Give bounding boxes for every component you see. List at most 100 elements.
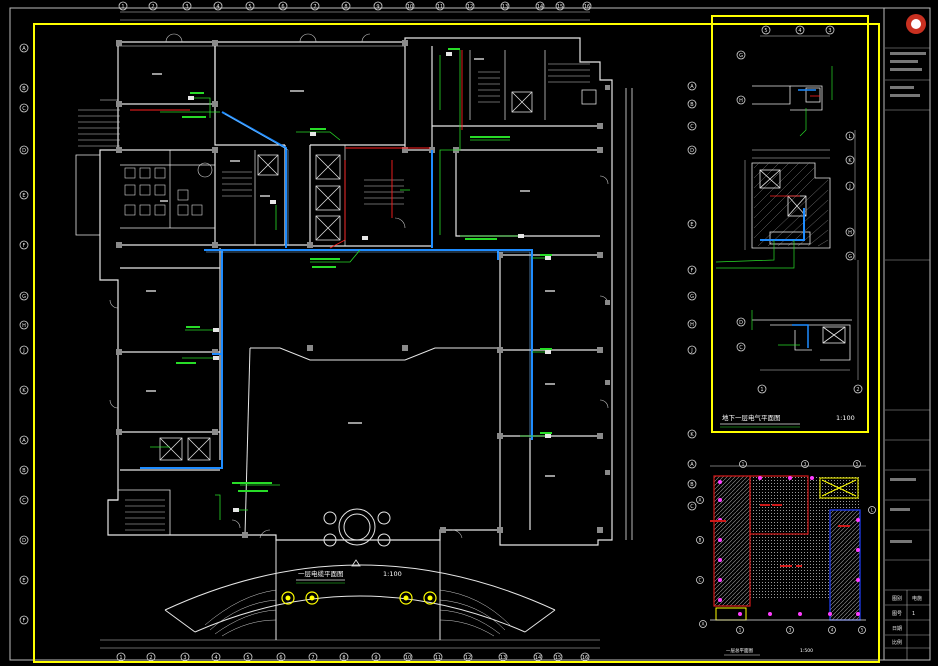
site-grid-10: 4: [828, 626, 836, 634]
toilet-fixtures: [124, 162, 213, 216]
grid-bottom-8-label: 8: [342, 655, 345, 661]
grid-right-C-label: C: [690, 124, 694, 130]
entrance-lamps: [281, 591, 437, 605]
grid-bottom-14: 14: [533, 652, 543, 662]
grid-bottom-11: 11: [433, 652, 443, 662]
grid-right-G: G: [687, 291, 697, 301]
inset-plan-title: 地下一层电气平面图: [722, 413, 781, 422]
top-dimensions: [100, 11, 600, 649]
site-grid-4-label: B: [699, 537, 702, 542]
inset-grid-bottom-2: 2: [853, 384, 863, 394]
grid-bottom-5-label: 5: [246, 655, 249, 661]
cable-annotations: [176, 48, 552, 492]
grid-right-extra-1-label: B: [690, 482, 694, 488]
inset-grid-left-C-label: C: [739, 345, 743, 351]
inset-grid-left-G-label: G: [739, 53, 743, 59]
grid-left-lower-0-label: A: [22, 438, 26, 444]
title-row-label-4: 比例: [892, 639, 902, 646]
site-plan: 一层总平面图 1:500: [710, 465, 866, 656]
site-grid-7: A: [699, 620, 707, 628]
grid-top-2-label: 2: [151, 4, 154, 10]
grid-left-H-label: H: [22, 323, 26, 329]
site-grid-0: 1: [739, 460, 747, 468]
site-grid-7-label: A: [702, 621, 705, 626]
grid-right-G-label: G: [690, 294, 694, 300]
grid-left-lower-1: B: [19, 465, 29, 475]
grid-right-B-label: B: [690, 102, 694, 108]
inset-grid-right-L: L: [845, 131, 855, 141]
title-row-value-2: 1: [912, 611, 915, 617]
inset-plan-scale: 1:100: [836, 414, 855, 422]
main-plan-scale: 1:100: [383, 570, 402, 578]
site-grid-2-label: 5: [856, 461, 859, 466]
grid-top-14-label: 14: [537, 4, 543, 10]
grid-left-F: F: [19, 240, 29, 250]
grid-bottom-3-label: 3: [183, 655, 186, 661]
site-grid-11: 5: [858, 626, 866, 634]
inset-grid-right-K: K: [845, 155, 855, 165]
elevator-shafts: [159, 89, 597, 461]
grid-left-C-label: C: [22, 106, 26, 112]
grid-top-4: 4: [213, 1, 223, 11]
grid-top-16: 16: [582, 1, 592, 11]
site-grid-9: 3: [786, 626, 794, 634]
grid-right-F-label: F: [691, 268, 694, 274]
grid-left-lower-5-label: F: [23, 618, 26, 624]
grid-bottom-15: 15: [553, 652, 563, 662]
grid-top-13-label: 13: [502, 4, 508, 10]
grid-top-9-label: 9: [376, 4, 379, 10]
inset-grid-bottom-1: 1: [757, 384, 767, 394]
title-block-content: 图别 图号 日期 比例 电施 1: [885, 14, 930, 660]
grid-left-F-label: F: [23, 243, 26, 249]
grid-top-3: 3: [182, 1, 192, 11]
grid-top-15-label: 15: [557, 4, 563, 10]
grid-left-lower-2-label: C: [22, 498, 26, 504]
inset-plan-frame: [711, 15, 869, 433]
grid-top-8: 8: [341, 1, 351, 11]
site-grid-4: B: [696, 536, 704, 544]
inset-grid-top-5-label: 5: [764, 28, 767, 34]
inset-grid-bottom-2-label: 2: [856, 387, 859, 393]
grid-bottom-4-label: 4: [214, 655, 217, 661]
room-annotations: [146, 58, 555, 477]
grid-left-G: G: [19, 291, 29, 301]
grid-top-1: 1: [118, 1, 128, 11]
grid-left-A-label: A: [22, 46, 26, 52]
grid-bottom-13: 13: [498, 652, 508, 662]
canopy-hatching: [204, 589, 511, 637]
inset-title-block: 地下一层电气平面图 1:100: [720, 413, 855, 428]
grid-bottom-2-label: 2: [149, 655, 152, 661]
grid-right-E: E: [687, 219, 697, 229]
inset-grid-left-G: G: [736, 50, 746, 60]
door-swings: [109, 33, 609, 539]
grid-right-K-label: K: [690, 432, 694, 438]
grid-left-lower-2: C: [19, 495, 29, 505]
grid-left-H: H: [19, 320, 29, 330]
grid-top-10-label: 10: [407, 4, 413, 10]
grid-right-extra-0-label: A: [690, 462, 694, 468]
grid-left-E: E: [19, 190, 29, 200]
inset-grid-left-H-label: H: [739, 98, 743, 104]
grid-top-12-label: 12: [467, 4, 473, 10]
grid-bottom-16: 16: [580, 652, 590, 662]
grid-bottom-15-label: 15: [555, 655, 561, 661]
grid-right-D-label: D: [690, 148, 694, 154]
grid-left-C: C: [19, 103, 29, 113]
grid-right-extra-0: A: [687, 459, 697, 469]
inset-grid-right-K-label: K: [848, 158, 852, 164]
grid-top-7: 7: [310, 1, 320, 11]
grid-right-B: B: [687, 99, 697, 109]
grid-top-16-label: 16: [584, 4, 590, 10]
site-grid-1: 3: [801, 460, 809, 468]
grid-right-C: C: [687, 121, 697, 131]
grid-top-1-label: 1: [121, 4, 124, 10]
site-grid-0-label: 1: [742, 461, 745, 466]
grid-left-lower-3: D: [19, 535, 29, 545]
site-plan-title: 一层总平面图: [726, 647, 753, 654]
title-row-label-3: 日期: [892, 626, 902, 632]
grid-right-H: H: [687, 319, 697, 329]
grid-left-D: D: [19, 145, 29, 155]
